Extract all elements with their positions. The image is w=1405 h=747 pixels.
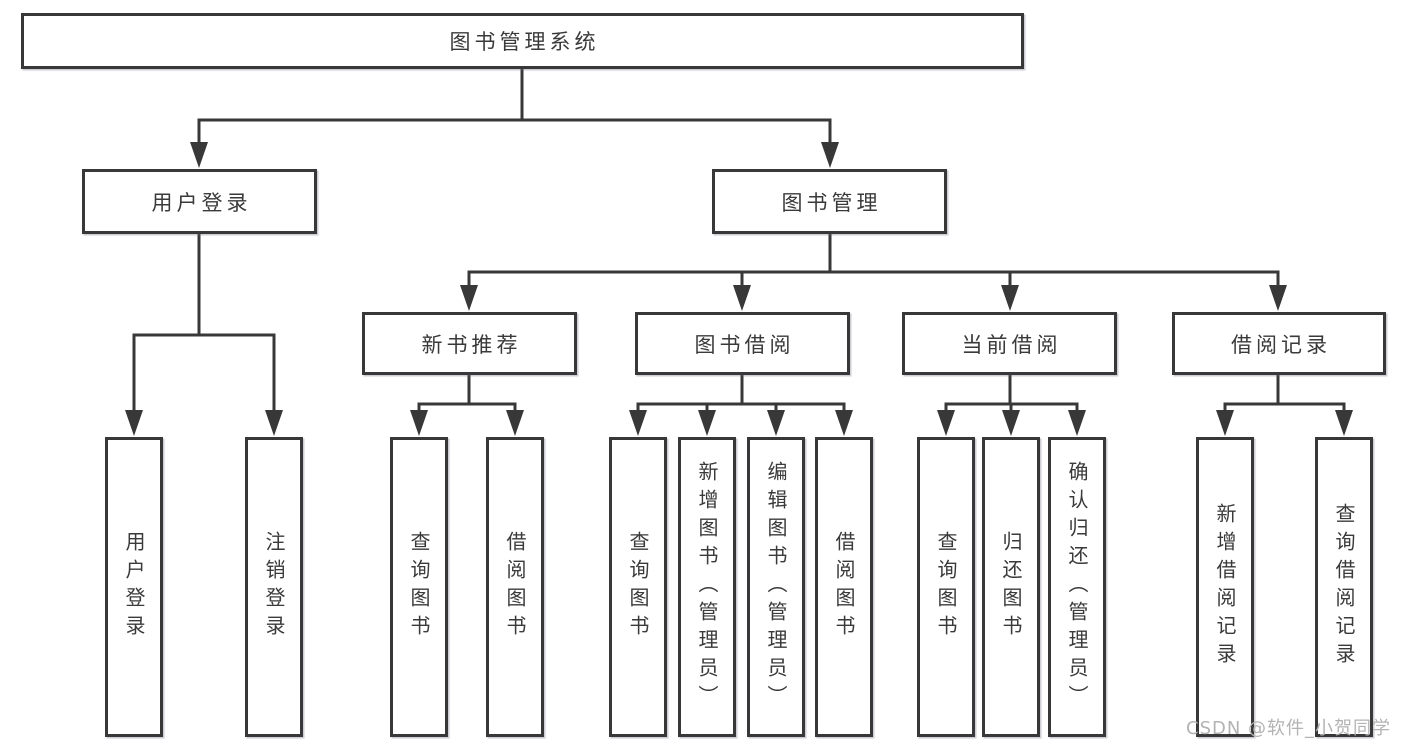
arrowhead: [1216, 410, 1234, 436]
arrowhead: [698, 410, 716, 436]
leaf-label: 用户登录: [122, 531, 146, 643]
edge-book-borrow-split: [636, 375, 846, 414]
leaf-label: 查询借阅记录: [1332, 503, 1356, 671]
edge-user-login-split: [132, 234, 276, 414]
arrowheads: [125, 142, 1353, 436]
leaf-label: 查询图书: [407, 531, 431, 643]
node-current-borrowing: 当前借阅: [902, 312, 1117, 375]
node-user-login: 用户登录: [82, 169, 317, 234]
csdn-watermark: CSDN @软件_小贺同学: [1186, 718, 1392, 739]
tree-edges: [132, 69, 1346, 414]
leaf-add-book-admin: 新增图书（管理员）: [678, 437, 736, 737]
node-borrowing-records: 借阅记录: [1172, 312, 1386, 375]
edge-book-management-split: [467, 234, 1280, 289]
arrowhead: [629, 410, 647, 436]
arrowhead: [506, 410, 524, 436]
leaf-query-books-current: 查询图书: [917, 437, 975, 737]
edge-borrow-record-split: [1223, 375, 1346, 414]
leaf-query-books-borrowing: 查询图书: [609, 437, 667, 737]
edge-current-borrow-split: [944, 375, 1079, 414]
arrowhead: [265, 410, 283, 436]
arrowhead: [821, 142, 839, 168]
node-new-book-recommendation: 新书推荐: [362, 312, 577, 375]
leaf-label: 借阅图书: [832, 531, 856, 643]
arrowhead: [767, 410, 785, 436]
leaf-label: 借阅图书: [503, 531, 527, 643]
arrowhead: [460, 285, 478, 311]
leaf-add-borrow-record: 新增借阅记录: [1196, 437, 1254, 737]
node-book-borrowing: 图书借阅: [635, 312, 850, 375]
arrowhead: [1001, 285, 1019, 311]
leaf-confirm-return-admin: 确认归还（管理员）: [1048, 437, 1106, 737]
leaf-label: 新增图书（管理员）: [695, 461, 719, 713]
leaf-return-book: 归还图书: [982, 437, 1040, 737]
leaf-label: 新增借阅记录: [1213, 503, 1237, 671]
leaf-label: 确认归还（管理员）: [1065, 461, 1089, 713]
leaf-label: 编辑图书（管理员）: [764, 461, 788, 713]
arrowhead: [190, 142, 208, 168]
leaf-borrow-books-recommend: 借阅图书: [486, 437, 544, 737]
arrowhead: [835, 410, 853, 436]
leaf-label: 归还图书: [999, 531, 1023, 643]
leaf-borrow-books-borrowing: 借阅图书: [815, 437, 873, 737]
leaf-label: 查询图书: [626, 531, 650, 643]
leaf-logout: 注销登录: [245, 437, 303, 737]
arrowhead: [1002, 410, 1020, 436]
leaf-label: 查询图书: [934, 531, 958, 643]
leaf-query-borrow-record: 查询借阅记录: [1315, 437, 1373, 737]
arrowhead: [125, 410, 143, 436]
leaf-query-books-recommend: 查询图书: [390, 437, 448, 737]
arrowhead: [733, 285, 751, 311]
arrowhead: [1335, 410, 1353, 436]
leaf-label: 注销登录: [262, 531, 286, 643]
node-book-management: 图书管理: [712, 169, 947, 234]
arrowhead: [1269, 285, 1287, 311]
leaf-user-login: 用户登录: [105, 437, 163, 737]
arrowhead: [937, 410, 955, 436]
edge-root-to-level2: [197, 69, 832, 146]
arrowhead: [410, 410, 428, 436]
leaf-edit-book-admin: 编辑图书（管理员）: [747, 437, 805, 737]
arrowhead: [1068, 410, 1086, 436]
edge-new-book-split: [417, 375, 517, 414]
node-library-management-system: 图书管理系统: [21, 13, 1024, 69]
